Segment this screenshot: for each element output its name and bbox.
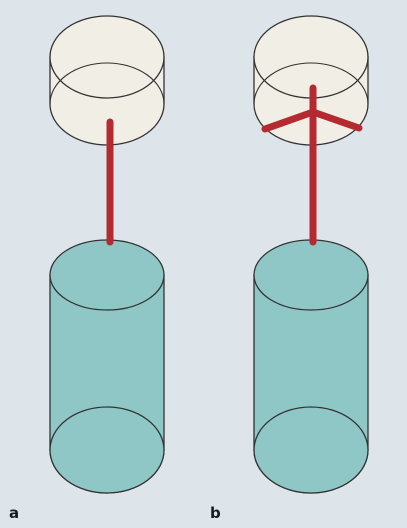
panel-label-a: a bbox=[9, 506, 19, 521]
panel-b-cylinder bbox=[254, 240, 368, 493]
panel-label-b: b bbox=[210, 506, 221, 521]
panel-b bbox=[254, 16, 368, 493]
panel-a bbox=[50, 16, 164, 493]
panel-a-cylinder bbox=[50, 240, 164, 493]
